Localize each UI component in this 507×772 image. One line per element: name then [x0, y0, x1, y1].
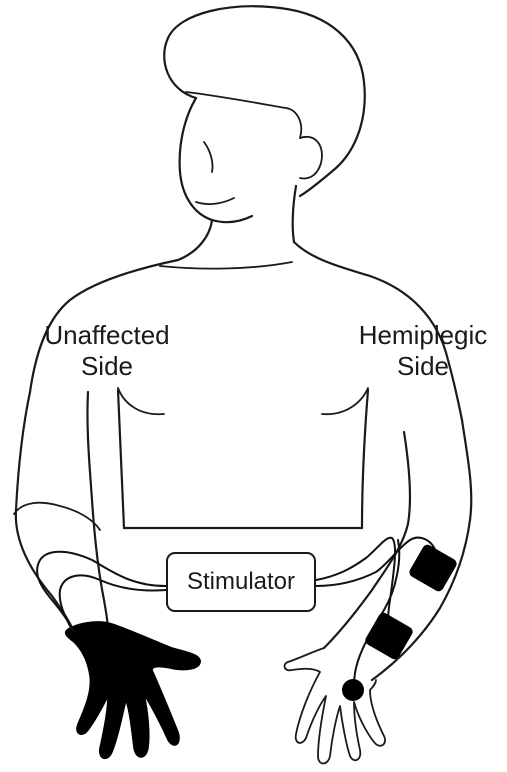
unaffected-label-line2: Side	[22, 351, 192, 382]
unaffected-side-label: Unaffected Side	[22, 320, 192, 382]
eye	[204, 142, 213, 172]
electrode-palm	[342, 679, 364, 701]
wire-glove-2	[60, 575, 166, 630]
left-elbow	[14, 503, 100, 530]
mouth	[196, 198, 234, 204]
torso-right	[362, 390, 368, 528]
chest-left	[118, 388, 164, 414]
left-arm-inner	[87, 392, 108, 630]
collar	[160, 262, 292, 269]
hemiplegic-label-line1: Hemiplegic	[338, 320, 507, 351]
torso-left	[118, 390, 124, 528]
hemiplegic-side-label: Hemiplegic Side	[338, 320, 507, 382]
left-arm-outer	[16, 392, 74, 632]
neck-left	[178, 220, 212, 260]
jaw-right	[293, 186, 296, 242]
chest-right	[322, 388, 368, 414]
hemiplegic-label-line2: Side	[338, 351, 507, 382]
hairline	[186, 92, 301, 138]
stimulator-label: Stimulator	[187, 568, 295, 596]
right-hand	[285, 648, 386, 764]
ear	[300, 137, 322, 179]
electrode-lower	[364, 611, 415, 661]
stimulator-box: Stimulator	[166, 552, 316, 612]
glove	[66, 622, 201, 758]
unaffected-label-line1: Unaffected	[22, 320, 192, 351]
